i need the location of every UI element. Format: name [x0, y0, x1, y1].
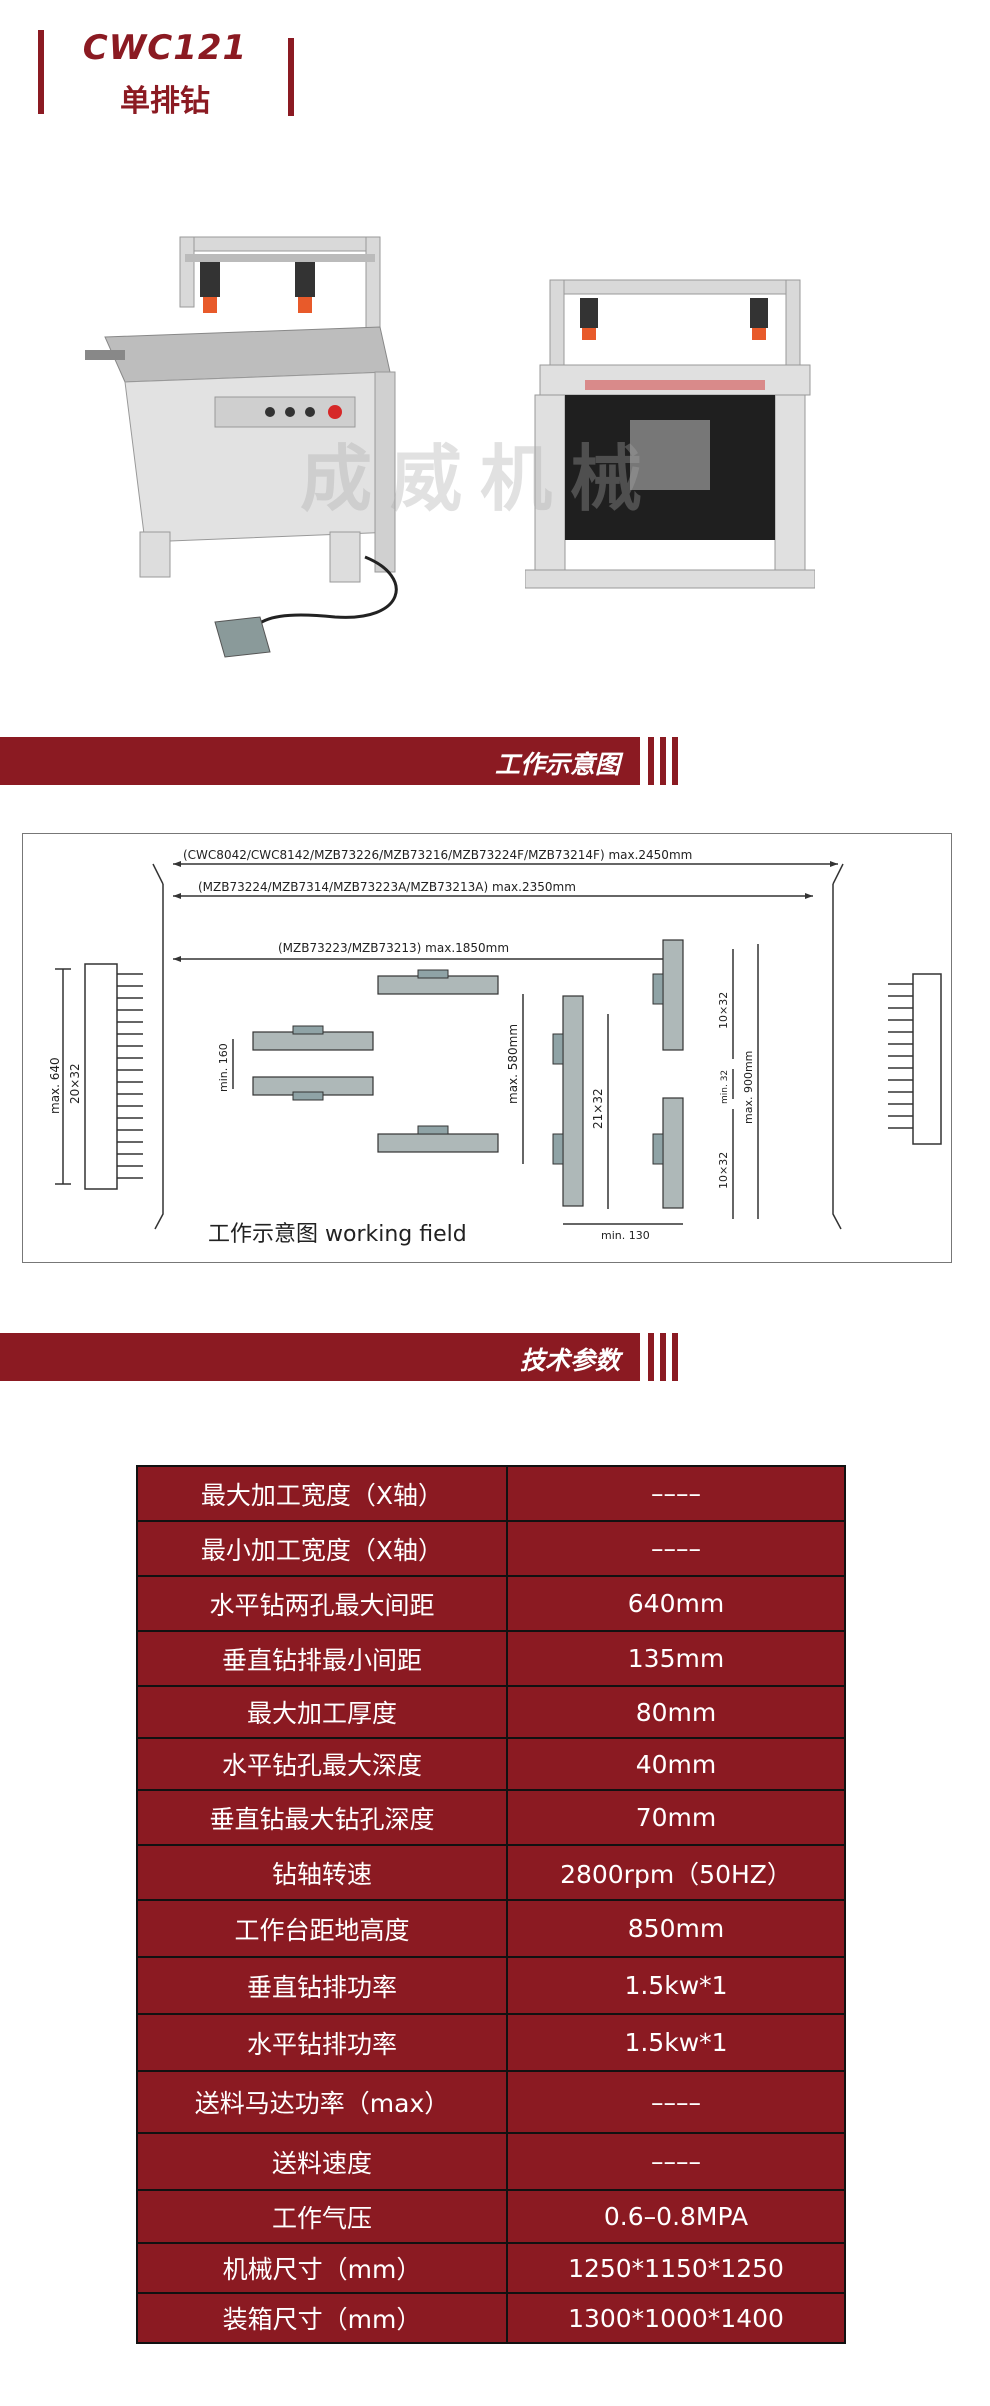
dim-label-2450: (CWC8042/CWC8142/MZB73226/MZB73216/MZB73… [183, 848, 692, 862]
section-specs-header: 技术参数 [0, 1333, 990, 1381]
dim-label-top-10x32: 10×32 [717, 992, 730, 1029]
spec-key: 垂直钻排最小间距 [136, 1630, 508, 1687]
dim-label-max580: max. 580mm [506, 1024, 520, 1104]
product-subtitle: 单排钻 [120, 84, 210, 119]
spec-key: 机械尺寸（mm） [136, 2242, 508, 2294]
diagram-caption: 工作示意图 working field [208, 1222, 467, 1247]
spec-value: 1.5kw*1 [506, 1956, 846, 2015]
section-diagram-header: 工作示意图 [0, 737, 990, 785]
spec-value: 135mm [506, 1630, 846, 1687]
title-accent-left [38, 30, 44, 114]
spec-value: 40mm [506, 1737, 846, 1791]
dim-label-21x32: 21×32 [591, 1088, 605, 1129]
dim-label-min130: min. 130 [601, 1229, 650, 1242]
section-band: 工作示意图 [0, 737, 640, 785]
table-row: 送料速度–––– [136, 2132, 846, 2191]
section-title: 技术参数 [519, 1346, 620, 1375]
dim-label-min32: min. 32 [720, 1070, 730, 1104]
spec-value: –––– [506, 2070, 846, 2134]
working-field-diagram: (CWC8042/CWC8142/MZB73226/MZB73216/MZB73… [22, 833, 952, 1263]
table-row: 最小加工宽度（X轴）–––– [136, 1520, 846, 1577]
spec-value: 2800rpm（50HZ） [506, 1844, 846, 1901]
dim-label-max900: max. 900mm [742, 1051, 755, 1124]
dim-label-left-max: max. 640 [48, 1057, 62, 1114]
spec-value: 80mm [506, 1685, 846, 1739]
dim-label-min160: min. 160 [217, 1043, 230, 1092]
spec-key: 装箱尺寸（mm） [136, 2292, 508, 2344]
spec-value: –––– [506, 1520, 846, 1577]
spec-key: 垂直钻最大钻孔深度 [136, 1789, 508, 1846]
table-row: 送料马达功率（max）–––– [136, 2070, 846, 2134]
spec-key: 最小加工宽度（X轴） [136, 1520, 508, 1577]
table-row: 装箱尺寸（mm）1300*1000*1400 [136, 2292, 846, 2344]
machine-photo-front [85, 236, 398, 658]
spec-value: 0.6–0.8MPA [506, 2189, 846, 2244]
dim-label-1850: (MZB73223/MZB73213) max.1850mm [278, 941, 509, 955]
section-title: 工作示意图 [494, 750, 620, 779]
title-accent-right [288, 38, 294, 116]
table-row: 机械尺寸（mm）1250*1150*1250 [136, 2242, 846, 2294]
watermark: 成威机械 [300, 437, 661, 521]
spec-key: 垂直钻排功率 [136, 1956, 508, 2015]
section-band: 技术参数 [0, 1333, 640, 1381]
spec-key: 工作台距地高度 [136, 1899, 508, 1958]
spec-value: 1.5kw*1 [506, 2013, 846, 2072]
table-row: 最大加工宽度（X轴）–––– [136, 1465, 846, 1522]
product-model: CWC121 [82, 28, 248, 68]
spec-key: 送料速度 [136, 2132, 508, 2191]
spec-value: 1300*1000*1400 [506, 2292, 846, 2344]
spec-value: 70mm [506, 1789, 846, 1846]
spec-value: –––– [506, 1465, 846, 1522]
dim-label-2350: (MZB73224/MZB7314/MZB73223A/MZB73213A) m… [198, 880, 576, 894]
machine-photo-rear [525, 279, 815, 589]
spec-value: 1250*1150*1250 [506, 2242, 846, 2294]
spec-key: 钻轴转速 [136, 1844, 508, 1901]
spec-key: 水平钻排功率 [136, 2013, 508, 2072]
dim-label-bot-10x32: 10×32 [717, 1152, 730, 1189]
spec-key: 水平钻孔最大深度 [136, 1737, 508, 1791]
spec-value: 850mm [506, 1899, 846, 1958]
spec-value: 640mm [506, 1575, 846, 1632]
dim-label-left-spec: 20×32 [68, 1063, 82, 1104]
spec-key: 最大加工厚度 [136, 1685, 508, 1739]
spec-key: 工作气压 [136, 2189, 508, 2244]
spec-key: 水平钻两孔最大间距 [136, 1575, 508, 1632]
spec-key: 送料马达功率（max） [136, 2070, 508, 2134]
spec-key: 最大加工宽度（X轴） [136, 1465, 508, 1522]
spec-value: –––– [506, 2132, 846, 2191]
